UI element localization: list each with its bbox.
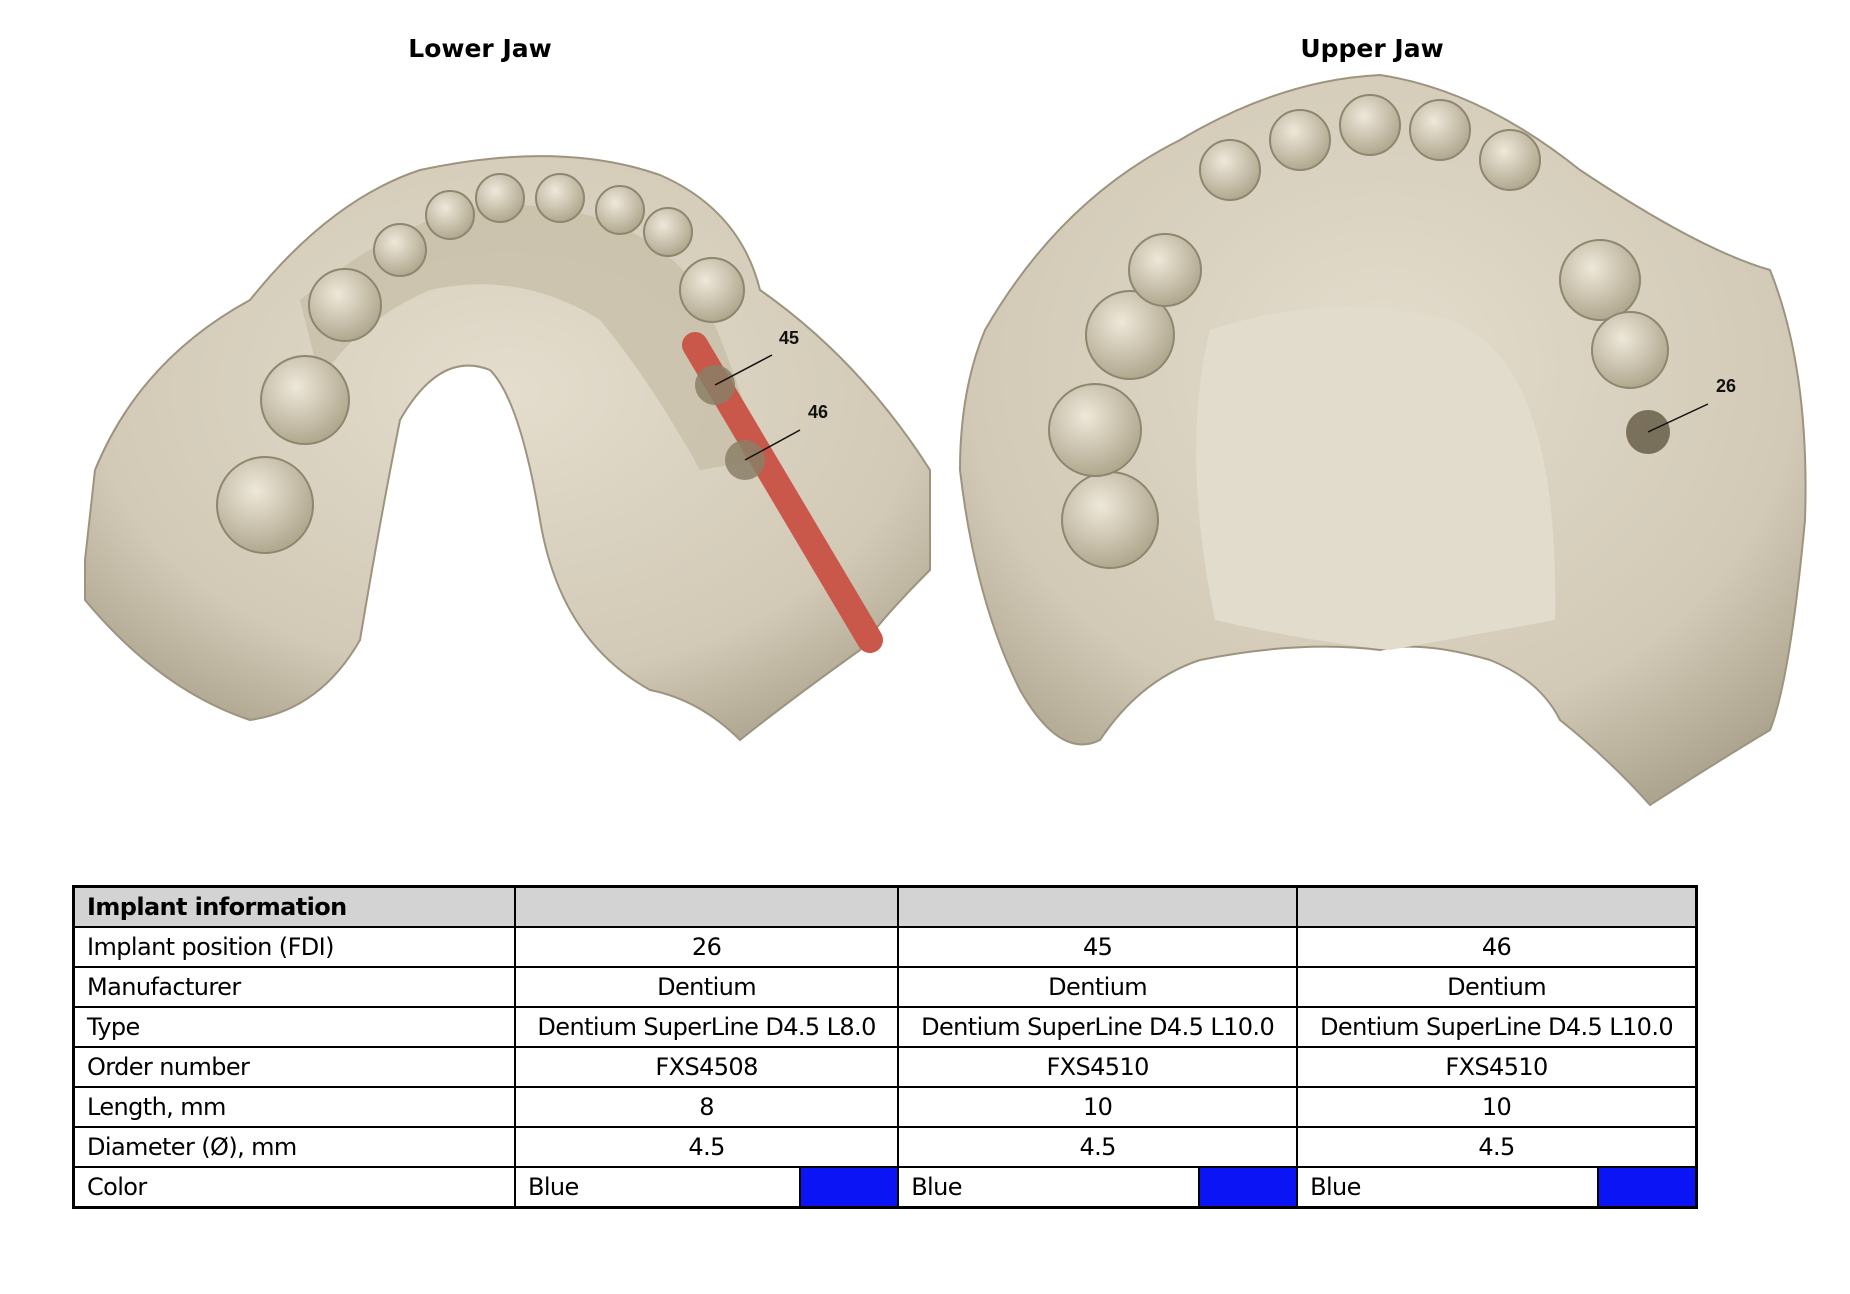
upper-jaw-model: 26 [958, 73, 1807, 807]
color-swatch [1198, 1166, 1299, 1209]
row-value: Dentium SuperLine D4.5 L8.0 [513, 1006, 900, 1048]
lower-jaw-title: Lower Jaw [408, 34, 552, 63]
lower-jaw-model: 45 46 [84, 155, 931, 742]
row-value: Dentium SuperLine D4.5 L10.0 [1296, 1006, 1698, 1048]
row-value: FXS4508 [513, 1046, 900, 1088]
row-label: Implant position (FDI) [72, 926, 516, 968]
upper-jaw-title: Upper Jaw [1300, 34, 1444, 63]
jaw-models-view: 45 46 26 [84, 73, 1807, 807]
row-label: Order number [72, 1046, 516, 1088]
row-value: 4.5 [513, 1126, 900, 1168]
row-label: Color [72, 1166, 516, 1209]
row-value: Dentium [1296, 966, 1698, 1008]
color-swatch [799, 1166, 900, 1209]
row-value: 8 [513, 1086, 900, 1128]
row-value: Dentium [513, 966, 900, 1008]
color-name: Blue [1296, 1166, 1598, 1209]
table-row-color: Color Blue Blue Blue [72, 1166, 1698, 1209]
row-label: Type [72, 1006, 516, 1048]
row-value: 10 [897, 1086, 1299, 1128]
implant-label-46: 46 [808, 402, 828, 422]
implant-label-45: 45 [779, 328, 799, 348]
implant-label-26: 26 [1716, 376, 1736, 396]
row-value: FXS4510 [897, 1046, 1299, 1088]
color-name: Blue [897, 1166, 1200, 1209]
row-value: 46 [1296, 926, 1698, 968]
row-value: 4.5 [1296, 1126, 1698, 1168]
implant-information-table: Implant information Implant position (FD… [72, 885, 1698, 1209]
row-label: Manufacturer [72, 966, 516, 1008]
row-value: 4.5 [897, 1126, 1299, 1168]
row-value: Dentium [897, 966, 1299, 1008]
row-label: Diameter (Ø), mm [72, 1126, 516, 1168]
color-swatch [1597, 1166, 1698, 1209]
table-title: Implant information [72, 885, 516, 928]
row-value: Dentium SuperLine D4.5 L10.0 [897, 1006, 1299, 1048]
color-name: Blue [513, 1166, 801, 1209]
row-value: 26 [513, 926, 900, 968]
row-value: 10 [1296, 1086, 1698, 1128]
table-header-row: Implant information [72, 885, 1698, 928]
row-value: 45 [897, 926, 1299, 968]
row-value: FXS4510 [1296, 1046, 1698, 1088]
row-label: Length, mm [72, 1086, 516, 1128]
